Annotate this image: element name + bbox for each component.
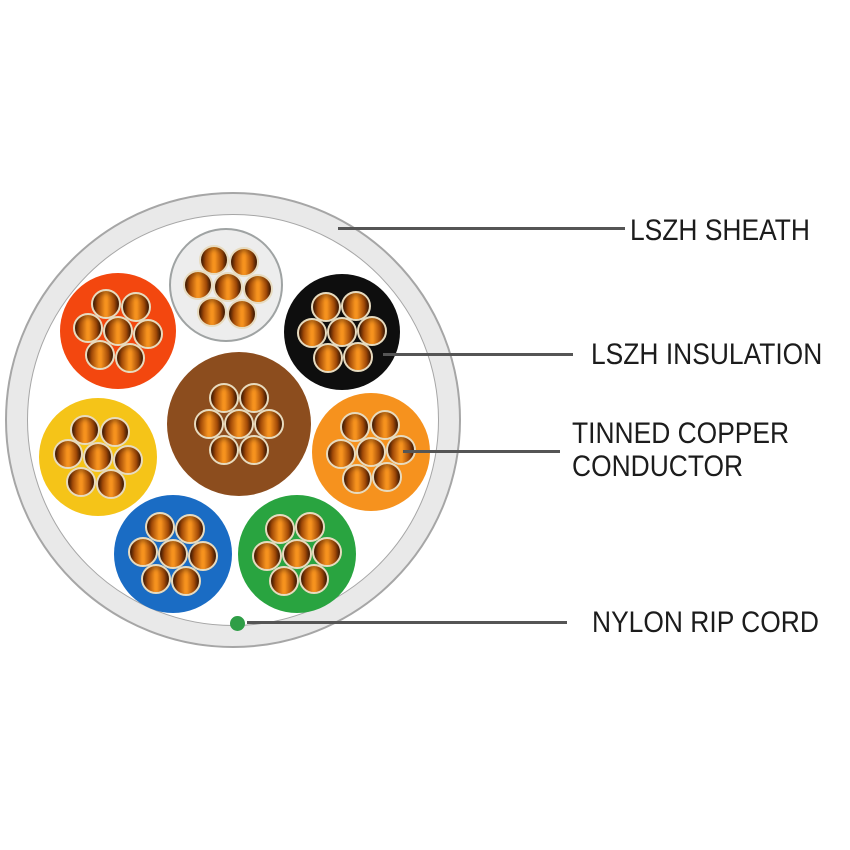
tinned-copper-strand — [112, 444, 143, 475]
tinned-copper-strand — [342, 342, 373, 373]
tinned-copper-strand — [297, 318, 328, 349]
tinned-copper-strand — [224, 409, 254, 439]
core-black-insulation — [284, 274, 400, 390]
tinned-copper-strand — [194, 409, 224, 439]
tinned-copper-strand — [356, 315, 387, 346]
tinned-copper-strand — [239, 434, 269, 465]
tinned-copper-strand — [268, 565, 299, 596]
tinned-copper-strand — [254, 409, 284, 439]
label-lszh-insulation: LSZH INSULATION — [591, 338, 823, 371]
tinned-copper-strand — [295, 512, 326, 543]
tinned-copper-strand — [196, 297, 227, 328]
tinned-copper-strand — [339, 411, 370, 442]
tinned-copper-strand — [327, 317, 357, 347]
tinned-copper-strand — [100, 417, 131, 448]
tinned-copper-strand — [95, 469, 126, 500]
tinned-copper-strand — [213, 272, 243, 302]
tinned-copper-strand — [265, 514, 296, 545]
tinned-copper-strand — [90, 288, 121, 319]
tinned-copper-strand — [252, 541, 283, 572]
tinned-copper-strand — [369, 410, 400, 441]
core-yellow-insulation — [39, 398, 157, 516]
tinned-copper-strand — [53, 439, 84, 470]
tinned-copper-strand — [209, 383, 239, 414]
tinned-copper-strand — [85, 340, 116, 371]
core-green-insulation — [238, 495, 356, 613]
tinned-copper-strand — [326, 438, 357, 469]
tinned-copper-strand — [120, 291, 151, 322]
tinned-copper-strand — [83, 442, 113, 472]
tinned-copper-strand — [298, 563, 329, 594]
tinned-copper-strand — [209, 434, 239, 465]
tinned-copper-strand — [372, 462, 403, 493]
tinned-copper-strand — [73, 312, 104, 343]
tinned-copper-strand — [171, 565, 202, 596]
tinned-copper-strand — [342, 463, 373, 494]
core-white-insulation — [169, 228, 283, 342]
sheath-pointer-line — [338, 227, 625, 230]
tinned-copper-strand — [141, 563, 172, 594]
core-blue-insulation — [114, 495, 232, 613]
tinned-copper-strand — [128, 536, 159, 567]
tinned-copper-strand — [158, 539, 188, 569]
tinned-copper-strand — [70, 414, 101, 445]
tinned-copper-strand — [199, 245, 230, 276]
core-brown-insulation — [167, 352, 311, 496]
tinned-copper-strand — [65, 466, 96, 497]
label-lszh-sheath: LSZH SHEATH — [630, 214, 810, 247]
tinned-copper-strand — [239, 383, 269, 414]
conductor-pointer-line — [403, 450, 560, 453]
nylon-rip-cord-dot — [230, 616, 245, 631]
tinned-copper-strand — [341, 290, 372, 321]
tinned-copper-strand — [187, 541, 218, 572]
ripcord-pointer-line — [247, 621, 567, 624]
tinned-copper-strand — [311, 536, 342, 567]
label-conductor-line2: CONDUCTOR — [572, 450, 744, 483]
label-nylon-rip-cord: NYLON RIP CORD — [592, 606, 819, 639]
tinned-copper-strand — [132, 319, 163, 350]
tinned-copper-strand — [282, 539, 312, 569]
tinned-copper-strand — [226, 298, 257, 329]
tinned-copper-strand — [183, 270, 214, 301]
label-tinned-copper-conductor: TINNED COPPER CONDUCTOR — [572, 417, 789, 483]
tinned-copper-strand — [311, 291, 342, 322]
tinned-copper-strand — [144, 512, 175, 543]
tinned-copper-strand — [229, 246, 260, 277]
tinned-copper-strand — [115, 343, 146, 374]
core-orange-red-insulation — [60, 273, 176, 389]
tinned-copper-strand — [312, 343, 343, 374]
label-conductor-line1: TINNED COPPER — [572, 417, 790, 450]
tinned-copper-strand — [174, 514, 205, 545]
tinned-copper-strand — [356, 437, 386, 467]
insulation-pointer-line — [383, 353, 573, 356]
tinned-copper-strand — [242, 273, 273, 304]
tinned-copper-strand — [103, 316, 133, 346]
